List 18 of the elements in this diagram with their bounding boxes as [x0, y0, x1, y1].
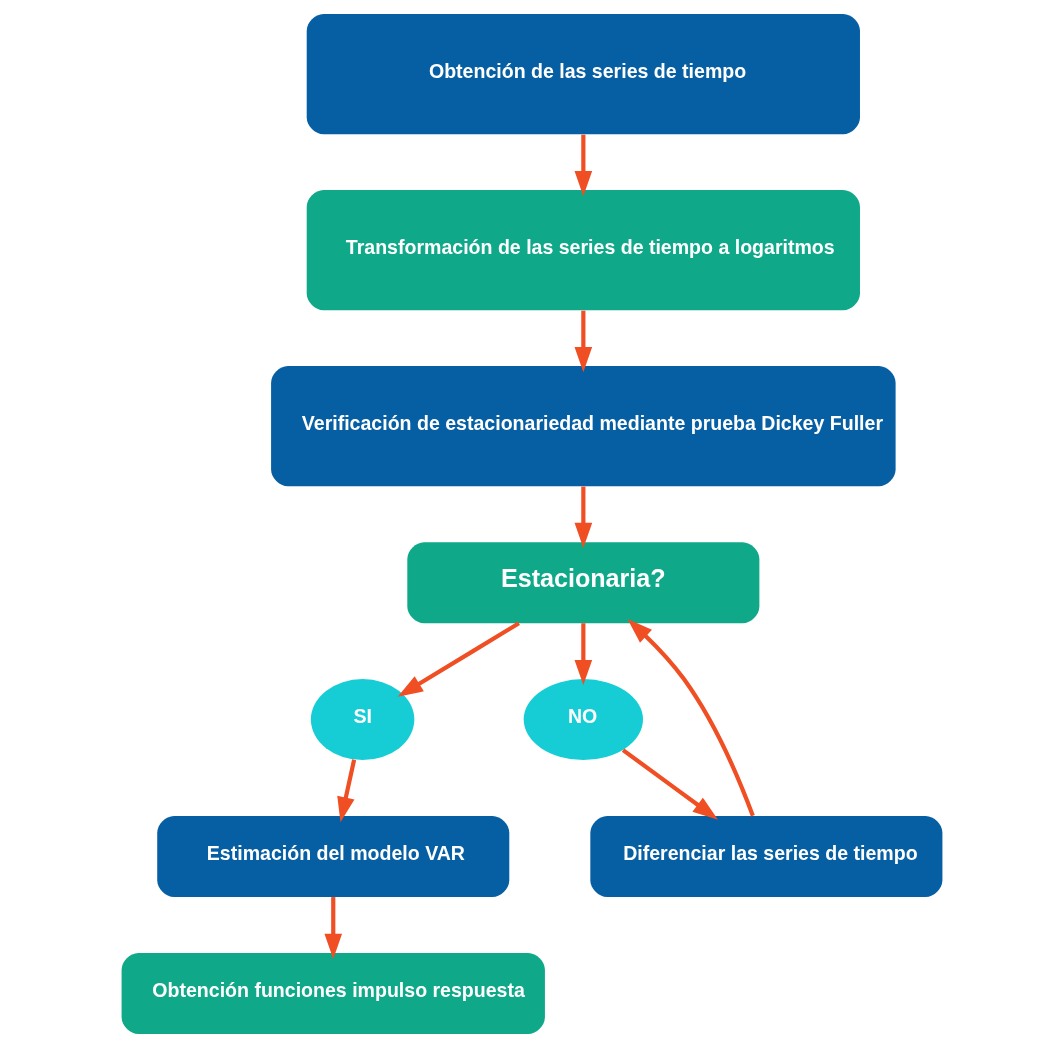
- arrow: [574, 134, 593, 197]
- arrow: [337, 759, 357, 823]
- node-ellipse: SI: [310, 679, 415, 761]
- arrow: [621, 748, 718, 820]
- arrow: [627, 619, 755, 817]
- node-box: Estacionaria?: [407, 542, 760, 624]
- node-box: Transformación de las series de tiempo a logaritmos: [306, 190, 860, 311]
- node-box: Diferenciar las series de tiempo: [590, 816, 943, 898]
- arrow: [574, 486, 593, 549]
- arrow: [574, 310, 593, 373]
- arrow: [324, 897, 343, 959]
- node-ellipse: NO: [523, 679, 643, 761]
- node-box: Obtención funciones impulso respuesta: [121, 952, 545, 1034]
- node-box: Obtención de las series de tiempo: [306, 14, 860, 135]
- node-box: Verificación de estacionariedad mediante prueba Dickey Fuller: [271, 366, 896, 487]
- arrow: [397, 621, 520, 697]
- arrow: [574, 623, 593, 686]
- node-box: Estimación del modelo VAR: [157, 816, 510, 898]
